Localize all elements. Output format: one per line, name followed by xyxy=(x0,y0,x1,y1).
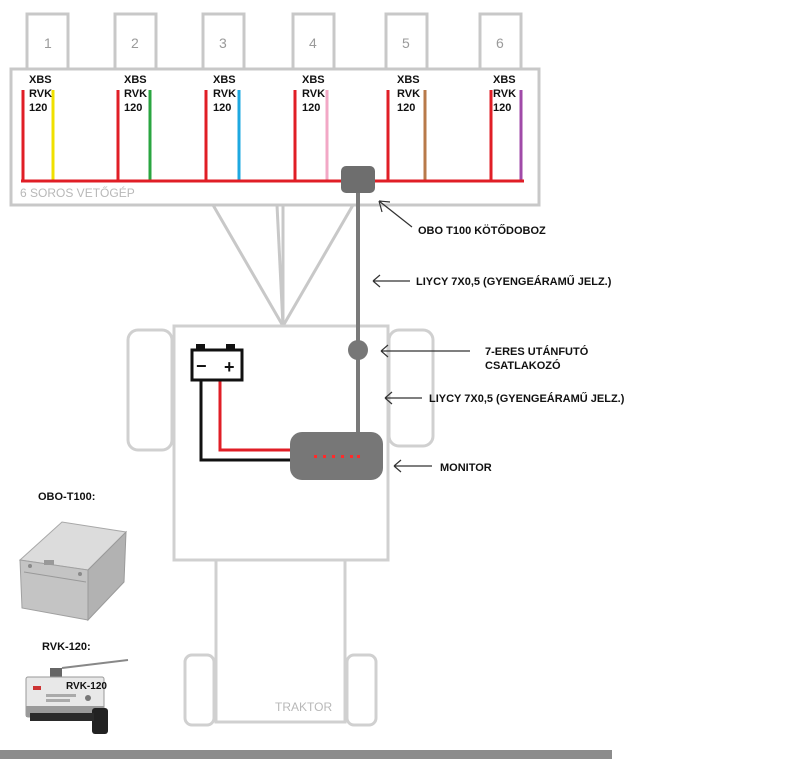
sensor-wires xyxy=(21,90,524,183)
callout-cable-lower: LIYCY 7X0,5 (GYENGEÁRAMŰ JELZ.) xyxy=(429,392,625,405)
tractor-label: TRAKTOR xyxy=(275,700,332,714)
hitch-drawbar xyxy=(211,204,355,327)
rear-wheel-right xyxy=(345,653,378,727)
row-tab-6 xyxy=(478,12,523,71)
svg-text:120: 120 xyxy=(397,102,415,114)
battery-minus: − xyxy=(196,356,207,376)
rvk-label: RVK-120: xyxy=(42,641,91,653)
battery-negative-wire xyxy=(199,381,292,462)
arrow-icon-cable-upper xyxy=(372,274,410,288)
limit-switch-photo: RVK-120 xyxy=(25,659,129,734)
trailer-connector xyxy=(348,340,368,360)
callout-junction-box: OBO T100 KÖTŐDOBOZ xyxy=(418,224,546,237)
row-number-3: 3 xyxy=(219,35,227,51)
row-number-5: 5 xyxy=(402,35,410,51)
svg-text:RVK: RVK xyxy=(493,88,516,100)
svg-text:XBS: XBS xyxy=(397,74,420,86)
battery-positive-wire xyxy=(218,381,292,452)
row-tab-4 xyxy=(291,12,336,71)
switch-label-3: XBS RVK 120 xyxy=(213,74,236,114)
front-wheel-left xyxy=(126,328,174,452)
seeder-label: 6 SOROS VETŐGÉP xyxy=(20,185,135,200)
svg-text:XBS: XBS xyxy=(493,74,516,86)
junction-box xyxy=(341,166,375,193)
row-number-2: 2 xyxy=(131,35,139,51)
battery-plus: + xyxy=(224,357,235,377)
svg-text:RVK: RVK xyxy=(397,88,420,100)
rear-wheel-left xyxy=(183,653,216,727)
svg-text:XBS: XBS xyxy=(124,74,147,86)
seeder-frame xyxy=(9,67,541,207)
row-number-6: 6 xyxy=(496,35,504,51)
arrow-icon-cable-lower xyxy=(384,391,422,405)
callout-connector-line1: 7-ERES UTÁNFUTÓ xyxy=(485,345,589,358)
obo-label: OBO-T100: xyxy=(38,491,95,503)
svg-text:120: 120 xyxy=(29,102,47,114)
svg-text:XBS: XBS xyxy=(29,74,52,86)
svg-text:120: 120 xyxy=(302,102,320,114)
battery-icon: − + xyxy=(190,344,244,382)
row-number-1: 1 xyxy=(44,35,52,51)
monitor-leds xyxy=(314,455,360,458)
bottom-edge-bar xyxy=(0,750,612,759)
svg-text:RVK: RVK xyxy=(124,88,147,100)
rvk-device-text: RVK-120 xyxy=(66,681,107,692)
arrow-icon-connector xyxy=(380,344,470,358)
svg-text:RVK: RVK xyxy=(29,88,52,100)
switch-label-2: XBS RVK 120 xyxy=(124,74,147,114)
svg-text:XBS: XBS xyxy=(302,74,325,86)
tractor-rear-body xyxy=(214,558,347,724)
svg-text:RVK: RVK xyxy=(302,88,325,100)
callout-monitor: MONITOR xyxy=(440,462,492,474)
row-tabs xyxy=(25,12,523,71)
arrow-icons xyxy=(372,200,470,473)
callout-connector-line2: CSATLAKOZÓ xyxy=(485,359,561,372)
callout-cable-upper: LIYCY 7X0,5 (GYENGEÁRAMŰ JELZ.) xyxy=(416,275,612,288)
arrow-icon-junction xyxy=(378,200,413,228)
junction-box-photo xyxy=(18,521,128,622)
row-number-4: 4 xyxy=(309,35,317,51)
svg-text:XBS: XBS xyxy=(213,74,236,86)
switch-label-6: XBS RVK 120 xyxy=(493,74,516,114)
switch-label-1: XBS RVK 120 xyxy=(29,74,52,114)
svg-text:120: 120 xyxy=(493,102,511,114)
front-wheel-right xyxy=(387,328,435,448)
svg-text:RVK: RVK xyxy=(213,88,236,100)
arrow-icon-monitor xyxy=(393,459,432,473)
monitor xyxy=(290,432,383,480)
svg-text:120: 120 xyxy=(124,102,142,114)
svg-text:120: 120 xyxy=(213,102,231,114)
switch-label-4: XBS RVK 120 xyxy=(302,74,325,114)
tractor xyxy=(126,324,435,727)
switch-label-5: XBS RVK 120 xyxy=(397,74,420,114)
